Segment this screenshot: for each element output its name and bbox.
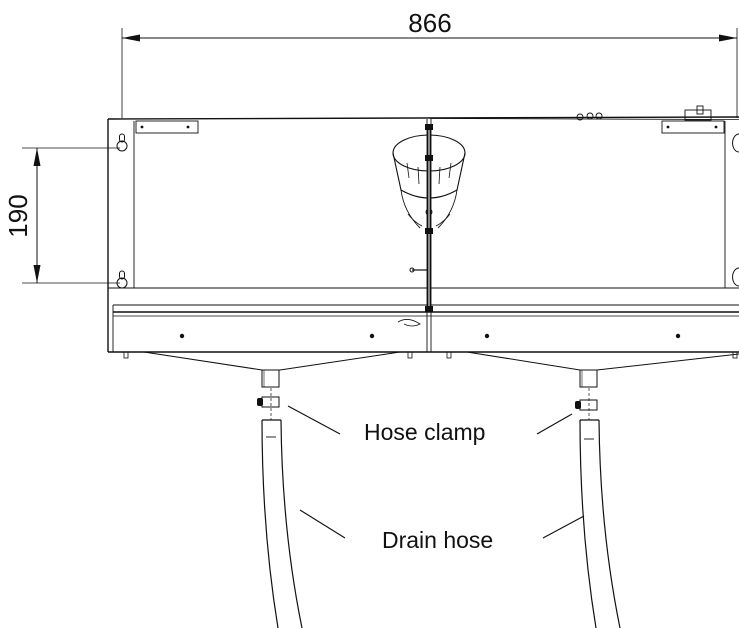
height-dimension-label: 190	[3, 194, 33, 237]
height-dimension: 190	[3, 147, 120, 284]
left-drain-hose	[261, 419, 303, 628]
unit-body	[107, 116, 739, 359]
right-hose-clamp	[575, 399, 598, 411]
left-hose-clamp	[257, 396, 280, 408]
right-drain-hose	[579, 419, 621, 628]
keyhole-slot-bottom-left	[116, 270, 128, 289]
drain-hose-label: Drain hose	[382, 527, 493, 553]
right-drain-assembly	[466, 351, 739, 420]
center-motor-housing	[392, 124, 466, 312]
top-fittings	[576, 112, 603, 121]
callout-leaders	[287, 405, 585, 539]
width-dimension: 866	[121, 8, 738, 118]
left-drain-assembly	[143, 351, 401, 420]
hose-clamp-label: Hose clamp	[364, 419, 485, 445]
width-dimension-label: 866	[408, 8, 451, 38]
bracket-right	[661, 105, 725, 134]
keyhole-slot-top-left	[116, 133, 128, 152]
keyhole-slot-bottom-right	[732, 267, 739, 287]
bracket-left	[135, 120, 199, 134]
keyhole-slot-top-right	[732, 133, 739, 153]
